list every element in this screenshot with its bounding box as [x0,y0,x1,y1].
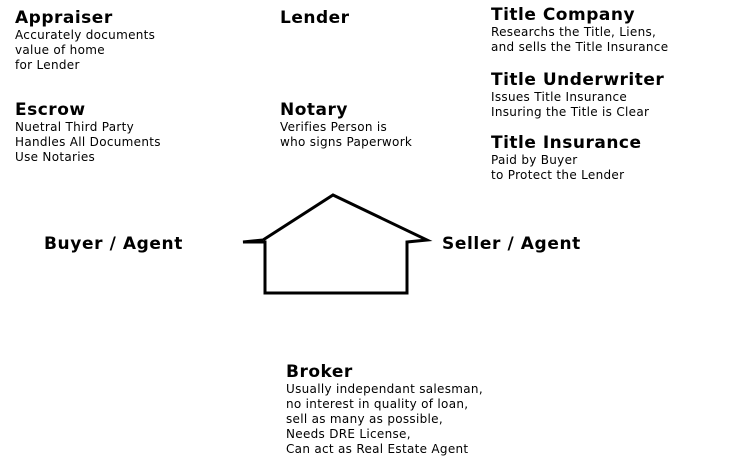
title-company-title: Title Company [491,5,636,25]
lender-block: Lender [280,9,350,28]
broker-line-3: sell as many as possible, [286,412,443,426]
appraiser-title: Appraiser [15,8,113,28]
title-underwriter-title: Title Underwriter [491,70,665,90]
escrow-line-2: Handles All Documents [15,135,161,149]
notary-line-2: who signs Paperwork [280,135,413,149]
escrow-block: Escrow Nuetral Third Party Handles All D… [15,101,161,165]
title-underwriter-line-2: Insuring the Title is Clear [491,105,650,119]
appraiser-line-2: value of home [15,43,105,57]
escrow-line-3: Use Notaries [15,150,96,164]
title-insurance-block: Title Insurance Paid by Buyer to Protect… [491,134,642,183]
title-insurance-title: Title Insurance [491,133,642,153]
seller-agent-label: Seller / Agent [442,234,581,254]
notary-block: Notary Verifies Person is who signs Pape… [280,101,412,150]
broker-line-5: Can act as Real Estate Agent [286,442,469,456]
broker-block: Broker Usually independant salesman, no … [286,363,483,457]
title-company-line-2: and sells the Title Insurance [491,40,669,54]
house-outline [242,193,433,295]
title-insurance-line-2: to Protect the Lender [491,168,625,182]
title-company-block: Title Company Researchs the Title, Liens… [491,6,668,55]
buyer-agent-label: Buyer / Agent [44,234,183,254]
title-underwriter-block: Title Underwriter Issues Title Insurance… [491,71,664,120]
broker-title: Broker [286,362,353,382]
appraiser-line-1: Accurately documents [15,28,156,42]
title-insurance-line-1: Paid by Buyer [491,153,578,167]
escrow-line-1: Nuetral Third Party [15,120,135,134]
notary-line-1: Verifies Person is [280,120,388,134]
broker-line-1: Usually independant salesman, [286,382,483,396]
escrow-title: Escrow [15,100,86,120]
appraiser-block: Appraiser Accurately documents value of … [15,9,155,73]
broker-line-2: no interest in quality of loan, [286,397,469,411]
notary-title: Notary [280,100,348,120]
lender-title: Lender [280,8,350,28]
appraiser-line-3: for Lender [15,58,80,72]
title-company-line-1: Researchs the Title, Liens, [491,25,657,39]
title-underwriter-line-1: Issues Title Insurance [491,90,628,104]
broker-line-4: Needs DRE License, [286,427,411,441]
